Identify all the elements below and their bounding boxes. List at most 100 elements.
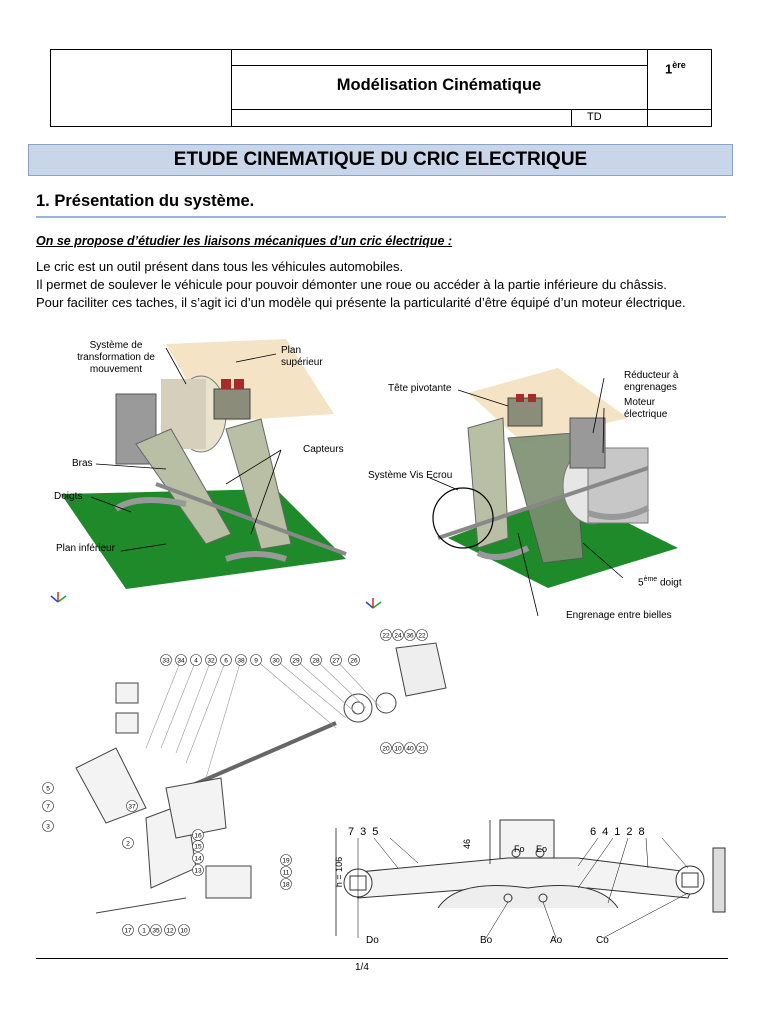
callout-number: 9 (254, 657, 258, 664)
callout-number: 15 (194, 843, 202, 850)
callout-bubble (380, 742, 392, 754)
callout-number: 4 (194, 657, 198, 664)
callout-bubble (150, 924, 162, 936)
callout-bubble (192, 840, 204, 852)
callout-number: 13 (194, 867, 202, 874)
callout-bubble (160, 654, 172, 666)
year-level: 1ère (665, 60, 686, 77)
callout-bubble (280, 878, 292, 890)
callout-number: 12 (166, 927, 174, 934)
callout-bubble (192, 864, 204, 876)
callout-number: 40 (406, 745, 414, 752)
intro-line: On se propose d’étudier les liaisons méc… (36, 234, 453, 248)
section-heading: 1. Présentation du système. (36, 192, 255, 210)
jack-3d-drawing (50, 339, 347, 603)
callout-bubble (270, 654, 282, 666)
callout-number: 26 (350, 657, 358, 664)
logo-cell (51, 50, 232, 126)
callout-bubble (126, 800, 138, 812)
callout-bubble (235, 654, 247, 666)
callout-bubble (190, 654, 202, 666)
callout-bubble (42, 820, 54, 832)
callout-bubble (122, 837, 134, 849)
callout-number: 2 (126, 840, 130, 847)
callout-number: 6 (224, 657, 228, 664)
side-view-svg (335, 819, 726, 939)
callout-number: 38 (237, 657, 245, 664)
jack-3d-drawing-right (365, 368, 678, 617)
point-fo: Fo (514, 844, 525, 854)
page-banner: ETUDE CINEMATIQUE DU CRIC ELECTRIQUE (28, 144, 733, 176)
callout-bubble (404, 742, 416, 754)
section-rule (36, 216, 726, 218)
callout-number: 14 (194, 855, 202, 862)
side-view-drawing: 735 64128 h = 106 46 Fo Eo Do Bo Ao Co (328, 818, 738, 950)
callout-number: 22 (418, 632, 426, 639)
callout-bubble (416, 629, 428, 641)
callout-bubble (122, 924, 134, 936)
label-bras: Bras (72, 458, 93, 469)
doc-type: TD (587, 111, 602, 123)
callout-bubble (42, 800, 54, 812)
callout-number: 19 (282, 857, 290, 864)
callout-bubble (404, 629, 416, 641)
callout-number: 24 (394, 632, 402, 639)
callout-number: 29 (292, 657, 300, 664)
callout-number: 11 (283, 869, 290, 876)
page-number: 1/4 (355, 962, 369, 973)
callout-number: 10 (180, 927, 188, 934)
callout-number: 28 (312, 657, 320, 664)
paragraph-line: Il permet de soulever le véhicule pour p… (36, 277, 667, 292)
point-ao: Ao (550, 935, 563, 946)
callout-number: 10 (394, 745, 402, 752)
callout-bubble (380, 629, 392, 641)
label-5eme-doigt: 5ème doigt (638, 576, 682, 589)
point-co: Co (596, 935, 609, 946)
point-do: Do (366, 935, 379, 946)
label-plan-inferieur: Plan inférieur (56, 543, 115, 554)
callout-bubble (164, 924, 176, 936)
callout-bubble (220, 654, 232, 666)
side-top-labels-right: 64128 (590, 826, 651, 838)
dimension-46: 46 (462, 838, 473, 850)
side-top-labels-left: 735 (348, 826, 385, 838)
label-engrenage-bielles: Engrenage entre bielles (566, 610, 672, 621)
callout-bubble (42, 782, 54, 794)
callout-number: 36 (406, 632, 414, 639)
presentation-paragraph: Le cric est un outil présent dans tous l… (36, 258, 726, 312)
paragraph-line: Le cric est un outil présent dans tous l… (36, 259, 404, 274)
label-capteurs: Capteurs (303, 444, 344, 455)
paragraph-line: Pour faciliter ces taches, il s’agit ici… (36, 295, 686, 310)
label-tete-pivotante: Tête pivotante (388, 383, 452, 394)
callout-bubble (250, 654, 262, 666)
callout-number: 17 (124, 927, 132, 934)
label-doigts: Doigts (54, 491, 83, 502)
callout-number: 37 (128, 803, 136, 810)
callout-bubble (392, 629, 404, 641)
callout-bubble (192, 852, 204, 864)
callout-number: 30 (272, 657, 280, 664)
point-eo: Eo (536, 844, 548, 854)
callout-bubble (280, 866, 292, 878)
callout-number: 33 (162, 657, 170, 664)
callout-bubble (280, 854, 292, 866)
callout-number: 35 (152, 927, 160, 934)
point-bo: Bo (480, 935, 493, 946)
callout-bubble (178, 924, 190, 936)
callout-number: 32 (207, 657, 215, 664)
dimension-h: h = 106 (334, 856, 345, 888)
callout-number: 3 (46, 823, 50, 830)
callout-number: 34 (177, 657, 185, 664)
callout-number: 5 (46, 785, 50, 792)
callout-number: 16 (194, 832, 202, 839)
callout-bubble (392, 742, 404, 754)
footer-rule (36, 958, 728, 959)
callout-number: 1 (142, 927, 146, 934)
